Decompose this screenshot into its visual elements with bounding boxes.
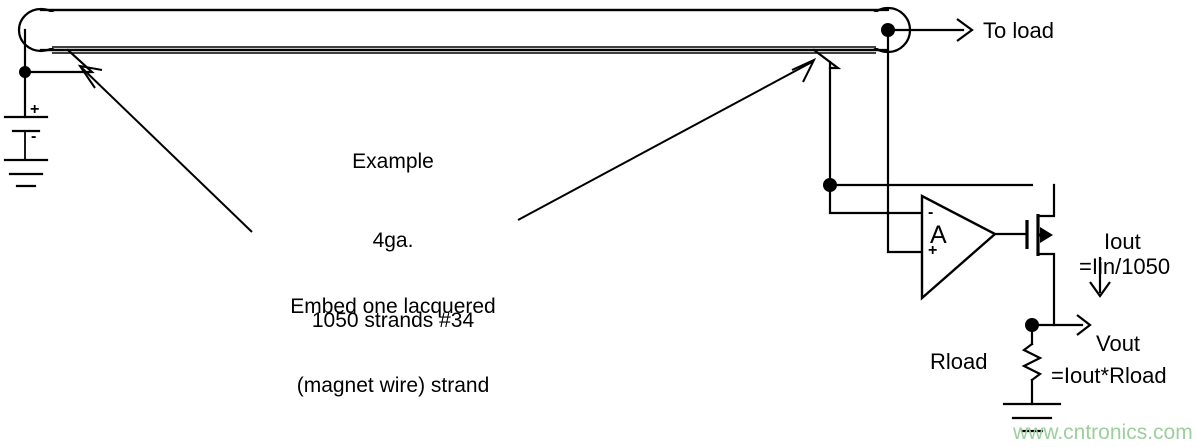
example-line-1: Example [352, 149, 434, 173]
inverting-input-wire [828, 183, 924, 215]
left-leader-arrowhead [77, 64, 103, 89]
right-leader-line [517, 61, 813, 221]
noninverting-input-wire [886, 28, 924, 254]
rload-label: Rload [930, 349, 988, 374]
opamp-gain-label: A [930, 221, 947, 249]
opamp-inverting-sign: - [928, 204, 934, 221]
mosfet-drain-lead [1036, 183, 1056, 218]
mosfet-body-arrow [1040, 227, 1053, 243]
source-side [3, 28, 95, 188]
rload-group [1002, 323, 1062, 433]
iout-label: Iout [1104, 229, 1141, 254]
vout-group [1025, 314, 1092, 336]
right-strand-breakout [812, 48, 842, 70]
opamp-input-wiring [828, 28, 1034, 254]
opamp-noninverting-sign: + [928, 242, 938, 259]
embed-line-2: (magnet wire) strand [296, 374, 490, 398]
to-load-label: To load [983, 18, 1054, 43]
right-leader-arrowhead [791, 57, 817, 83]
iout-arrowhead [1089, 281, 1111, 298]
embed-line-1: Embed one lacquered [290, 294, 496, 318]
vout-label: Vout [1096, 331, 1141, 356]
vout-arrowhead [1076, 314, 1092, 336]
vout-formula-label: =Iout*Rload [1051, 363, 1167, 388]
mosfet-source-lead [1036, 252, 1056, 327]
opamp [920, 194, 1027, 301]
iout-formula-label: =Iin/1050 [1079, 254, 1171, 279]
example-line-2: 4ga. [372, 229, 414, 253]
site-watermark: www.cntronics.com [1013, 421, 1193, 444]
left-strand-breakout [23, 48, 95, 74]
cable-inner-fill [42, 12, 887, 48]
sense-strand-group [812, 48, 842, 192]
example-annotation-block: Example 4ga. 1050 strands #34 [268, 96, 518, 387]
to-load-arrowhead [956, 18, 974, 42]
iout-current-arrow [1089, 256, 1111, 298]
mosfet [1025, 183, 1056, 327]
rload-zigzag [1021, 342, 1043, 382]
example-line-3: 1050 strands #34 [311, 308, 475, 332]
battery-plus-sign: + [30, 101, 40, 118]
embed-annotation-block: Embed one lacquered (magnet wire) strand… [248, 241, 538, 447]
leader-lines [77, 57, 817, 233]
left-leader-line [81, 67, 253, 233]
cable-assembly [17, 6, 912, 54]
opamp-triangle [920, 194, 998, 301]
battery-minus-sign: - [31, 128, 37, 145]
